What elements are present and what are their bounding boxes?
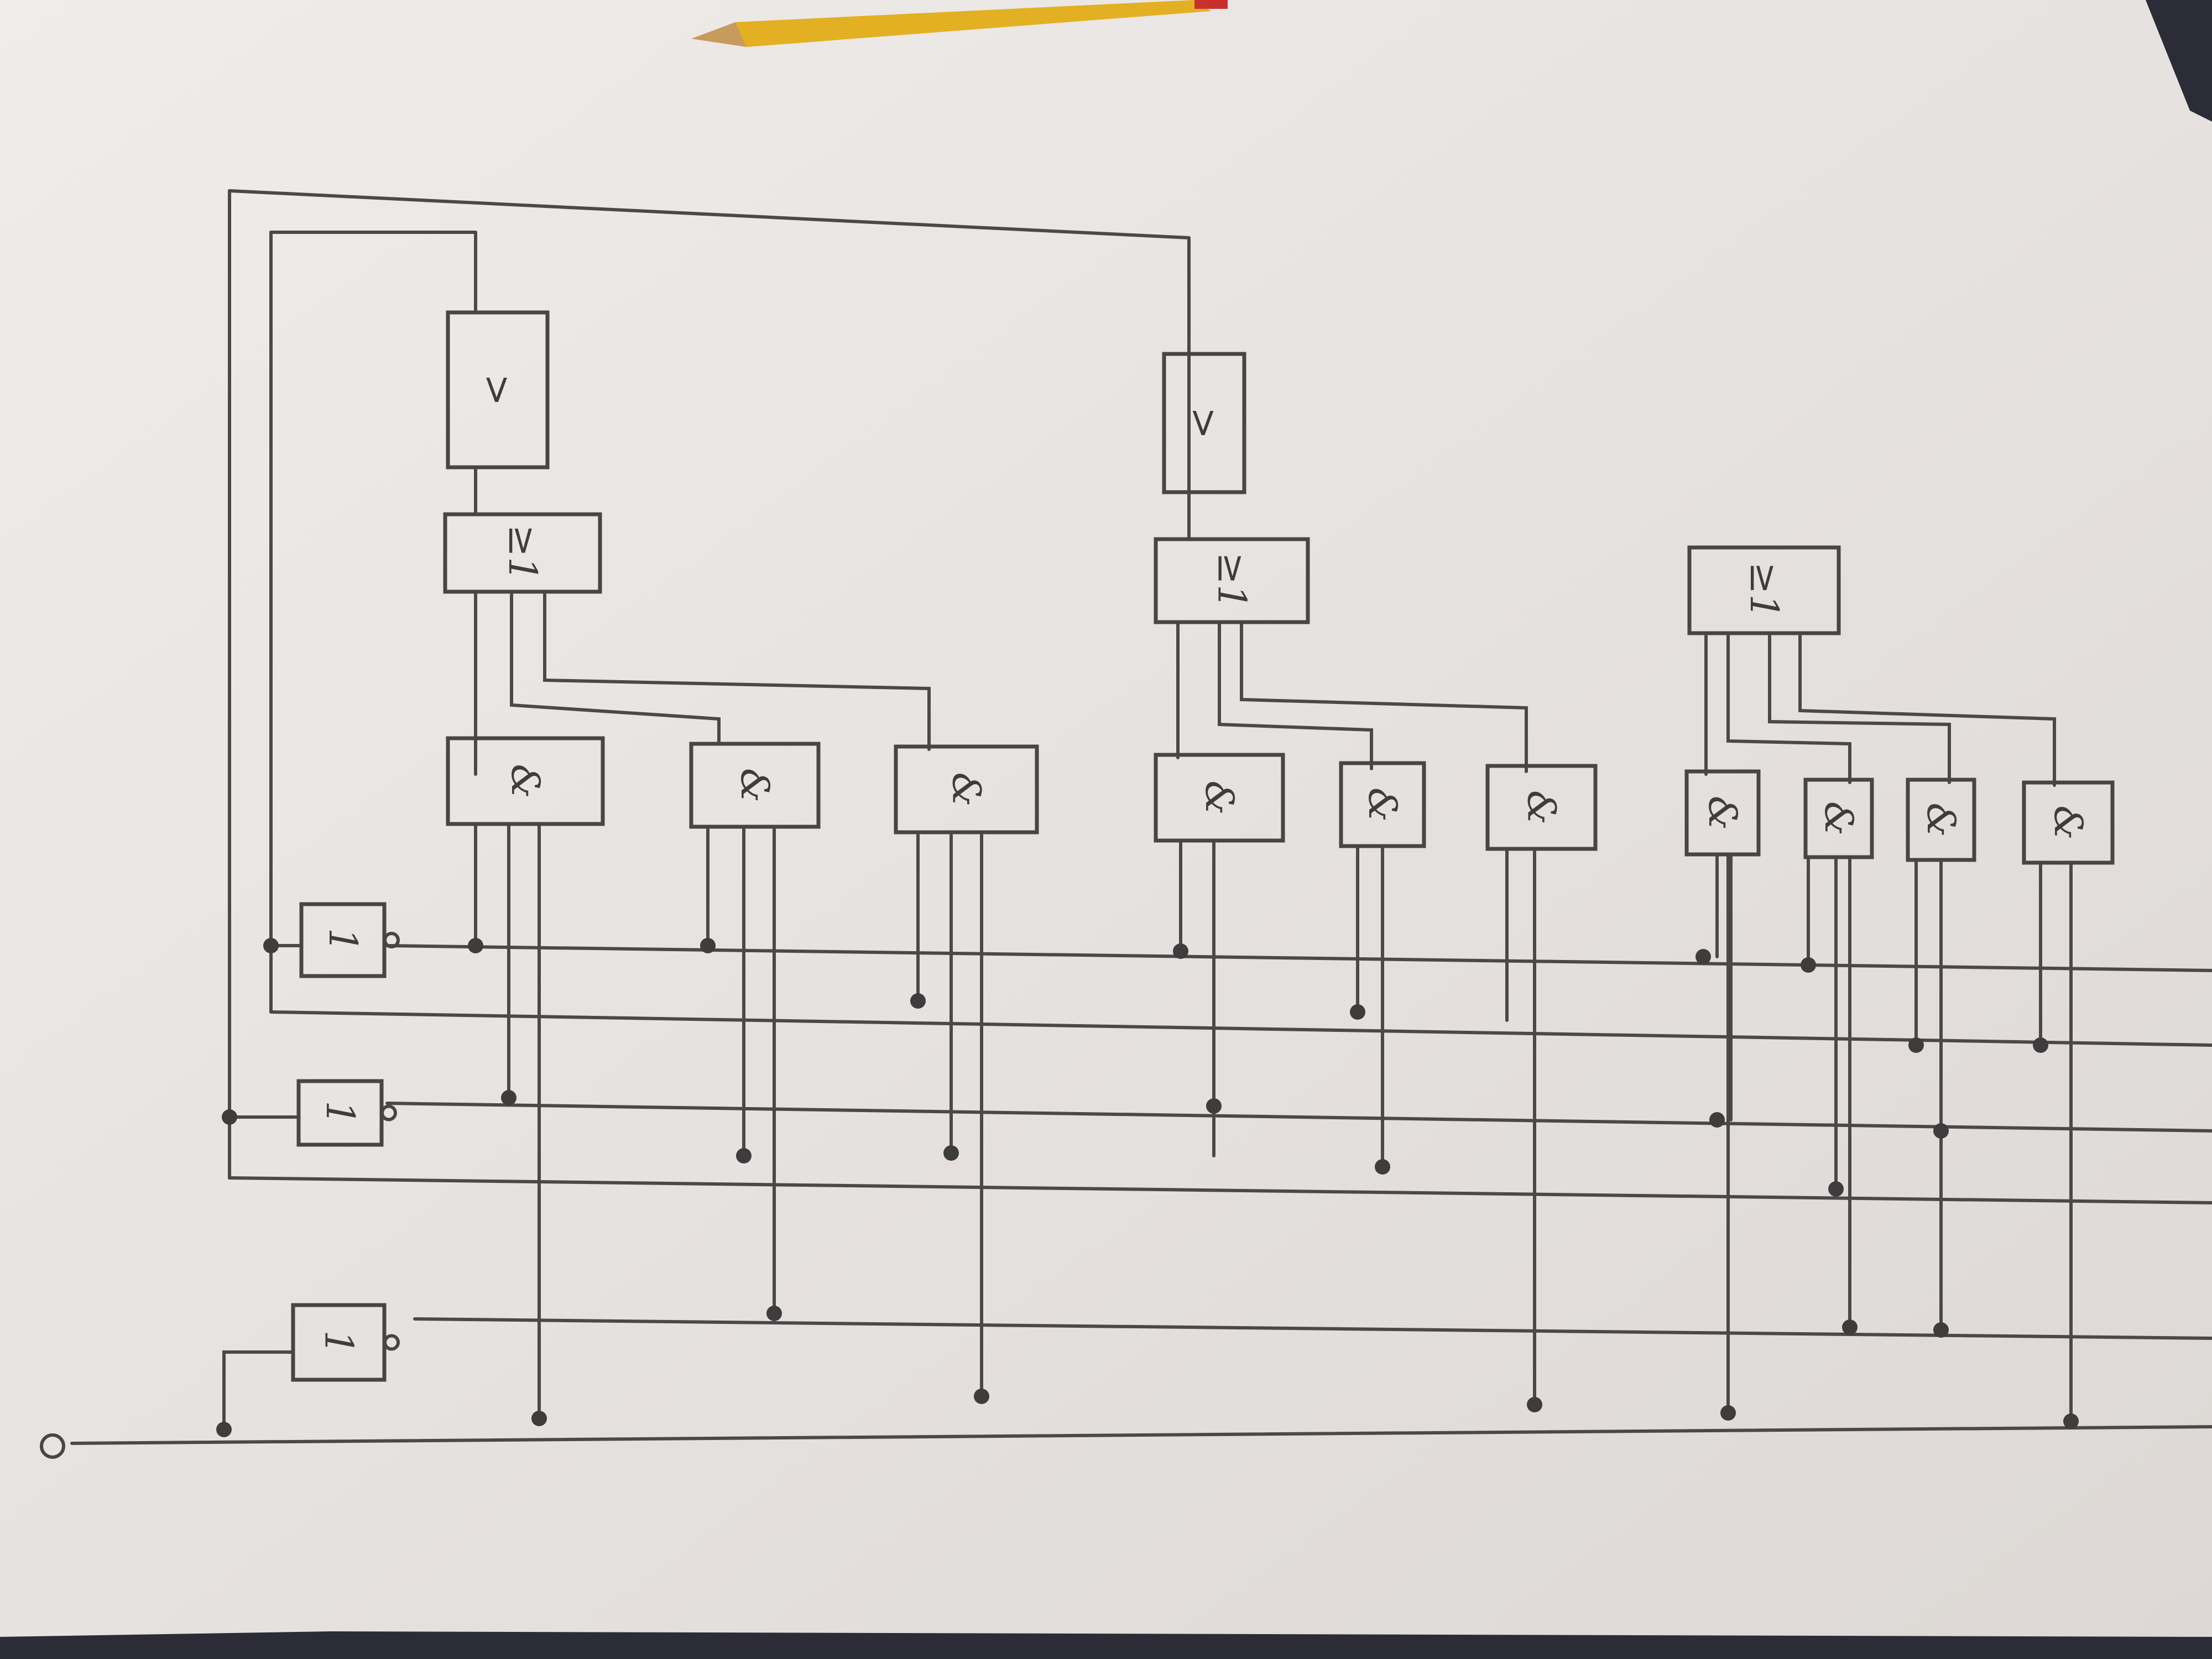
junction-dots (216, 938, 2079, 1437)
or-gate-1-label: ≥1 (500, 524, 545, 581)
wire-network (70, 189, 2212, 1445)
and-gate-10-label: & (2046, 805, 2091, 839)
and-gate-5: & (1339, 761, 1426, 848)
and-gate-8-label: & (1816, 801, 1861, 836)
and-gate-2: & (689, 742, 821, 829)
flipflop-2: > (1162, 352, 1246, 494)
and-gate-5-label: & (1360, 787, 1405, 822)
logic-gates: > ≥1 & & & > ≥1 & & & ≥1 & & & & 1 1 1 (291, 310, 2115, 1382)
not-gate-3-label: 1 (316, 1330, 362, 1355)
not-gate-2: 1 (296, 1079, 397, 1147)
and-gate-1: & (446, 736, 605, 826)
flipflop-1: > (446, 310, 550, 469)
or-gate-3-label: ≥1 (1741, 562, 1787, 619)
or-gate-1: ≥1 (443, 512, 602, 594)
or-gate-3: ≥1 (1687, 545, 1841, 635)
and-gate-2-label: & (732, 768, 778, 802)
and-gate-10: & (2022, 780, 2115, 865)
and-gate-6: & (1485, 764, 1598, 851)
and-gate-9: & (1906, 778, 1976, 862)
not-gate-1: 1 (299, 902, 400, 978)
and-gate-7-label: & (1700, 796, 1745, 830)
not-gate-1-label: 1 (320, 928, 366, 953)
flipflop-1-label: > (475, 374, 520, 406)
input-terminal (40, 1433, 65, 1459)
and-gate-9-label: & (1918, 802, 1964, 837)
pencil (691, 0, 1228, 47)
and-gate-8: & (1803, 778, 1874, 859)
flipflop-2-label: > (1182, 407, 1227, 440)
and-gate-4: & (1154, 753, 1285, 843)
or-gate-2: ≥1 (1154, 537, 1310, 624)
and-gate-6-label: & (1519, 790, 1564, 825)
and-gate-4-label: & (1197, 780, 1242, 815)
and-gate-1-label: & (503, 764, 548, 798)
and-gate-7: & (1684, 769, 1761, 857)
not-gate-2-label: 1 (317, 1100, 363, 1125)
and-gate-3-label: & (944, 772, 989, 806)
and-gate-3: & (894, 744, 1039, 834)
or-gate-2-label: ≥1 (1209, 552, 1255, 609)
not-gate-3: 1 (291, 1303, 400, 1382)
